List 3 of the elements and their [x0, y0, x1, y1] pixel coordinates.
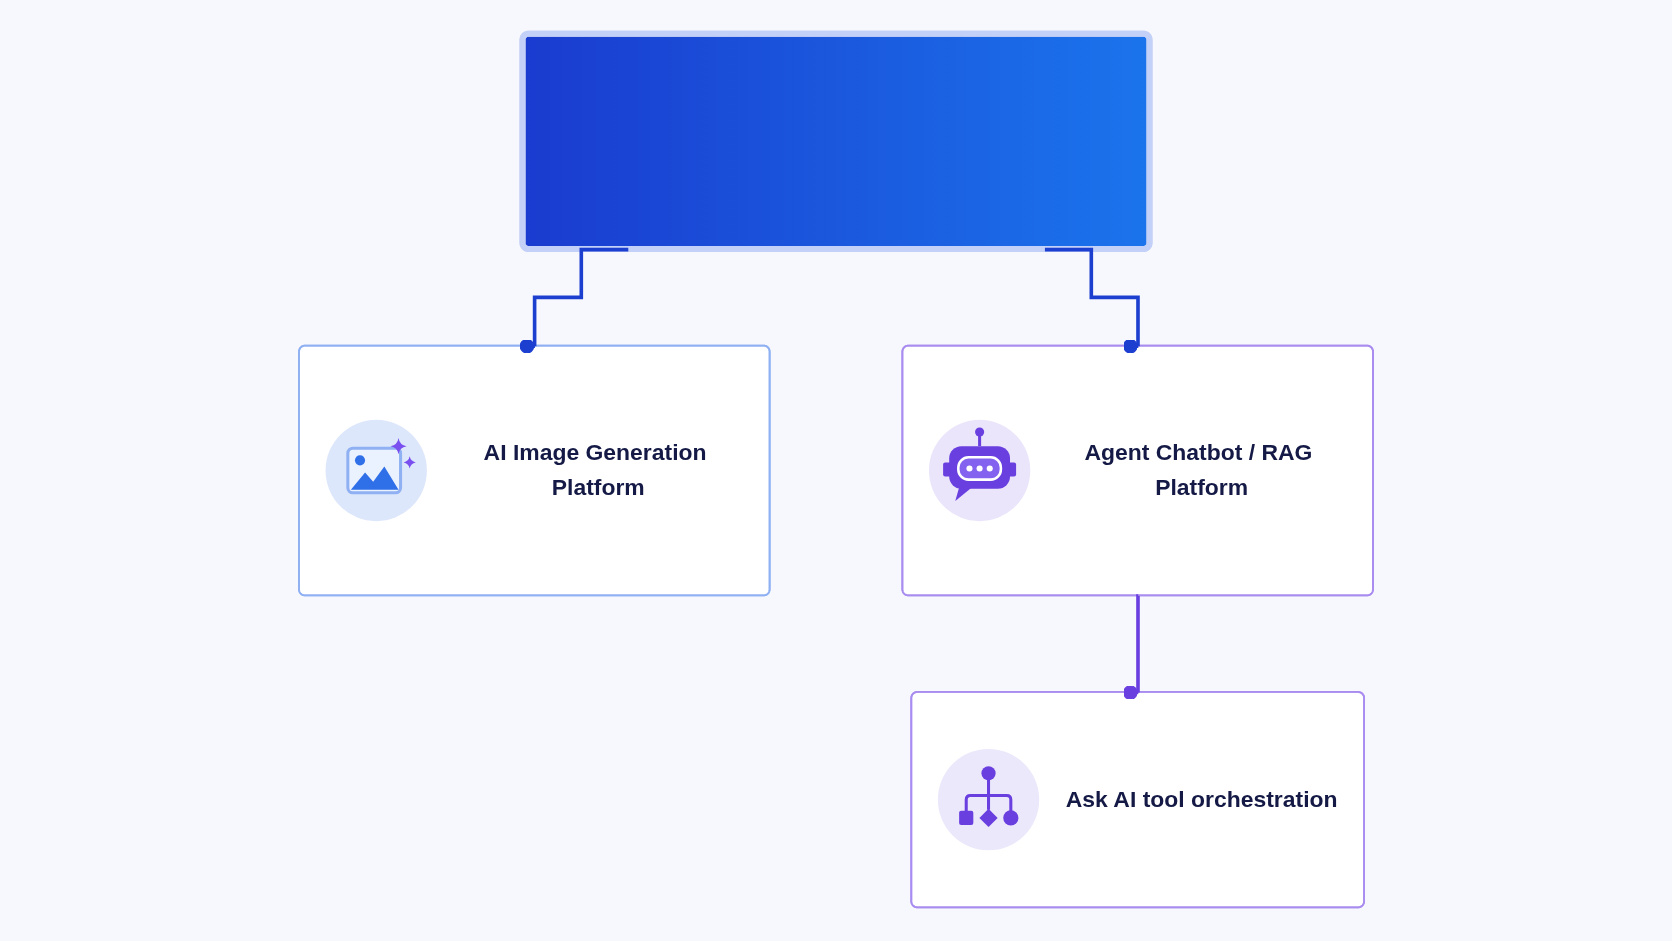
connector	[1123, 594, 1141, 700]
connector	[1044, 247, 1141, 354]
connector	[519, 247, 629, 354]
